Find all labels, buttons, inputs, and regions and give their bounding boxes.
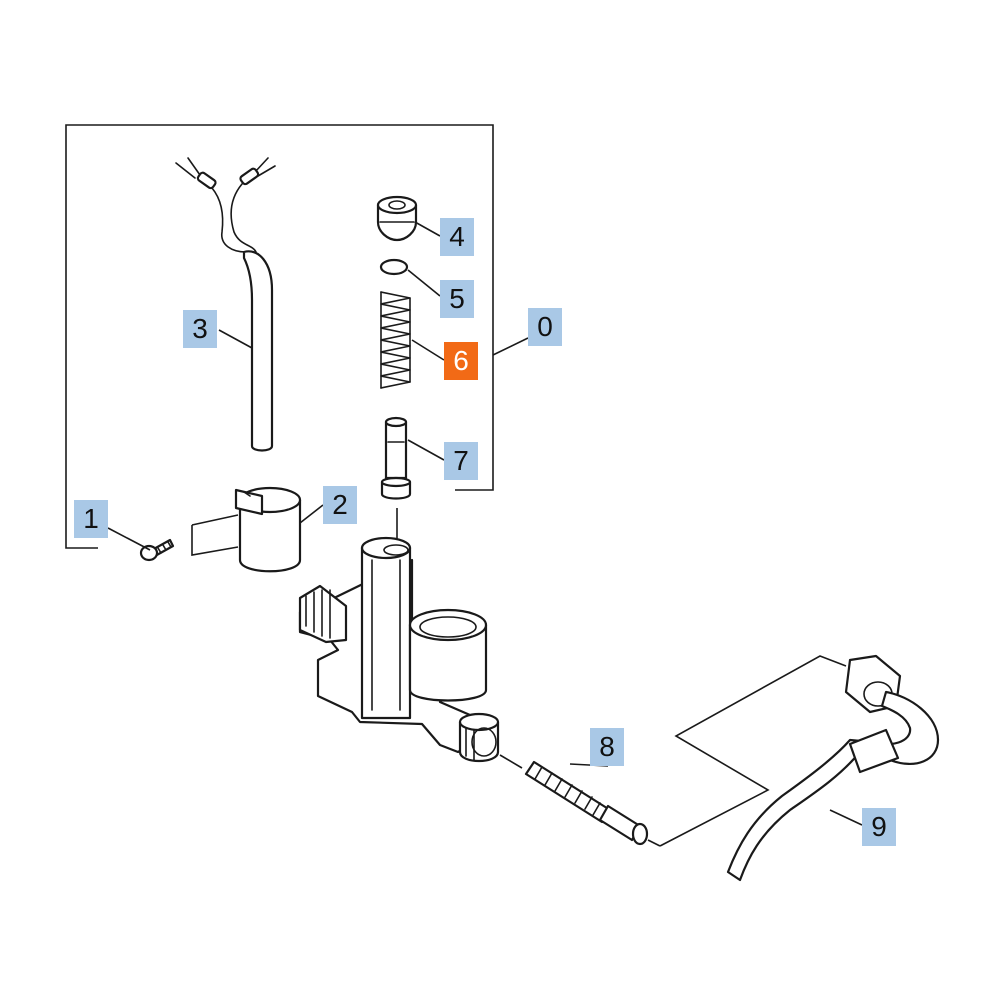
part-2-holder-clamp <box>234 486 302 573</box>
part-7-valve-piston <box>380 416 412 500</box>
connection-lines <box>659 655 847 847</box>
part-9-hose <box>726 654 940 882</box>
leader-6 <box>411 339 445 361</box>
callout-1: 1 <box>74 500 108 538</box>
part-1-screw <box>139 538 175 562</box>
callout-0: 0 <box>528 308 562 346</box>
leader-4 <box>414 221 441 237</box>
part-5-o-ring <box>379 258 409 276</box>
callout-9: 9 <box>862 808 896 846</box>
part-8-filter <box>499 754 661 847</box>
part-4-plug <box>376 195 418 242</box>
callout-8: 8 <box>590 728 624 766</box>
callout-7: 7 <box>444 442 478 480</box>
leader-3 <box>218 329 253 349</box>
leader-9 <box>829 809 863 826</box>
valve-body <box>298 536 500 763</box>
leader-2 <box>299 504 324 524</box>
callout-3: 3 <box>183 310 217 348</box>
part-3-sensor-with-cable <box>175 157 276 452</box>
assembly-group-frame <box>65 124 494 549</box>
leader-1 <box>107 527 151 551</box>
leader-0 <box>492 337 529 356</box>
callout-6: 6 <box>444 342 478 380</box>
callout-5: 5 <box>440 280 474 318</box>
callout-2: 2 <box>323 486 357 524</box>
callout-4: 4 <box>440 218 474 256</box>
part-6-spring <box>380 291 411 389</box>
leader-5 <box>407 269 441 297</box>
leader-7 <box>407 439 445 461</box>
